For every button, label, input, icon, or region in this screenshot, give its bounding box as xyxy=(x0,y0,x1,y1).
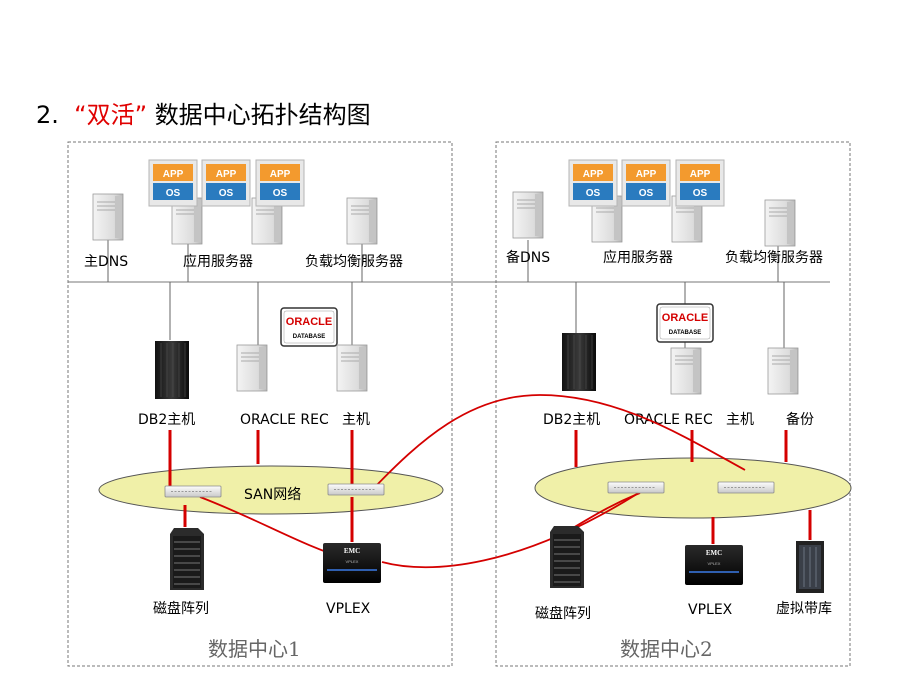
oracle-host-server-dc1 xyxy=(336,344,368,392)
oracle-logo-text: ORACLE xyxy=(662,312,708,324)
os-label: OS xyxy=(586,188,601,199)
datacenter1-label: 数据中心1 xyxy=(208,637,301,661)
oracle-rec-label-dc2: ORACLE REC xyxy=(624,412,713,428)
vtl-label: 虚拟带库 xyxy=(776,601,832,617)
title-number: 2. xyxy=(36,101,59,129)
san-network-dc1 xyxy=(98,465,444,515)
vplex-brand: EMC xyxy=(344,547,360,555)
san-network-dc2 xyxy=(534,457,852,519)
os-label: OS xyxy=(693,188,708,199)
san-label: SAN网络 xyxy=(244,487,301,503)
app-servers-label-dc1: 应用服务器 xyxy=(183,253,253,270)
vplex-product: VPLEX xyxy=(708,561,721,566)
title-highlight: “双活” xyxy=(74,101,148,129)
dns-server-dc2 xyxy=(512,191,544,239)
db2-label-dc2: DB2主机 xyxy=(543,412,600,428)
san-switch-dc2-b xyxy=(717,481,775,494)
dns-server-dc1 xyxy=(92,193,124,241)
oracle-host-label-dc1: 主机 xyxy=(342,412,370,428)
os-label: OS xyxy=(166,188,181,199)
lb-server-dc2 xyxy=(764,199,796,247)
datacenter2-label: 数据中心2 xyxy=(620,637,713,661)
virtual-tape-library xyxy=(795,540,825,594)
app-label: APP xyxy=(270,169,291,180)
oracle-logo-text: ORACLE xyxy=(286,316,332,328)
lb-servers-label-dc2: 负载均衡服务器 xyxy=(725,250,823,266)
disk-array-dc2 xyxy=(549,525,585,589)
backup-label-dc2: 备份 xyxy=(786,411,814,428)
datacenter1-box xyxy=(67,141,453,667)
vplex-product: VPLEX xyxy=(346,559,359,564)
datacenter2-box xyxy=(495,141,851,667)
oracle-rec-server-dc2 xyxy=(670,347,702,395)
san-switch-dc1-b xyxy=(327,483,385,496)
app-os-stack-icon xyxy=(568,159,618,207)
db2-host-dc1 xyxy=(154,340,190,400)
app-label: APP xyxy=(583,169,604,180)
app-servers-label-dc2: 应用服务器 xyxy=(603,249,673,266)
app-os-stack-icon xyxy=(255,159,305,207)
san-switch-dc2-a xyxy=(607,481,665,494)
app-label: APP xyxy=(636,169,657,180)
app-os-stack-icon xyxy=(201,159,251,207)
os-label: OS xyxy=(219,188,234,199)
fc-links xyxy=(168,430,812,544)
oracle-host-label-dc2: 主机 xyxy=(726,412,754,428)
vplex-brand: EMC xyxy=(706,549,722,557)
app-os-stack-icon xyxy=(675,159,725,207)
page-title: 2. “双活” 数据中心拓扑结构图 xyxy=(36,95,371,130)
vplex-label-dc2: VPLEX xyxy=(688,602,733,618)
app-os-stack-icon xyxy=(148,159,198,207)
oracle-logo-subtext: DATABASE xyxy=(293,334,325,340)
lb-servers-label-dc1: 负载均衡服务器 xyxy=(305,254,403,270)
app-os-stack-icon xyxy=(621,159,671,207)
app-label: APP xyxy=(163,169,184,180)
oracle-rec-label-dc1: ORACLE REC xyxy=(240,412,329,428)
oracle-rec-server-dc1 xyxy=(236,344,268,392)
app-label: APP xyxy=(690,169,711,180)
san-switch-dc1-a xyxy=(164,485,222,498)
os-label: OS xyxy=(273,188,288,199)
lb-server-dc1 xyxy=(346,197,378,245)
backup-server-dc2 xyxy=(767,347,799,395)
db2-label-dc1: DB2主机 xyxy=(138,412,195,428)
os-label: OS xyxy=(639,188,654,199)
disk-array-label-dc2: 磁盘阵列 xyxy=(535,605,591,622)
db2-host-dc2 xyxy=(561,332,597,392)
dns-label-dc1: 主DNS xyxy=(84,254,128,270)
title-text: 数据中心拓扑结构图 xyxy=(154,101,371,129)
disk-array-label-dc1: 磁盘阵列 xyxy=(153,600,209,617)
dns-label-dc2: 备DNS xyxy=(506,249,550,266)
oracle-logo-subtext: DATABASE xyxy=(669,330,701,336)
disk-array-dc1 xyxy=(169,527,205,591)
app-label: APP xyxy=(216,169,237,180)
vplex-label-dc1: VPLEX xyxy=(326,601,371,617)
